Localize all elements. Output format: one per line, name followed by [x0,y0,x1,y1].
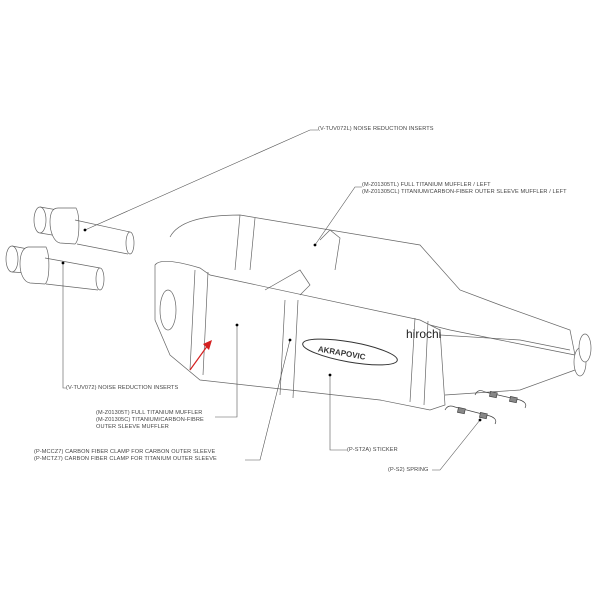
label-insert-right: (V-TUV072) NOISE REDUCTION INSERTS [66,385,179,391]
label-spring: (P-S2) SPRING [388,467,429,473]
label-insert-left: (V-TUV072L) NOISE REDUCTION INSERTS [318,126,434,132]
red-arrow-indicator [189,340,212,371]
muffler-left [169,214,576,356]
springs [444,390,527,425]
label-clamp-titanium: (P-MCTZ7) CARBON FIBER CLAMP FOR TITANIU… [34,456,217,462]
noise-insert-upper [33,206,135,255]
leader-dots [61,228,482,422]
label-muffler-left-titanium: (M-Z01305TL) FULL TITANIUM MUFFLER / LEF… [362,182,491,188]
label-muffler-left-carbon: (M-Z01305CL) TITANIUM/CARBON-FIBER OUTER… [362,189,567,195]
leader-lines [62,129,481,471]
label-sticker: (P-ST2A) STICKER [347,447,398,453]
muffler-right [154,260,592,411]
label-clamp-carbon: (P-MCCZ7) CARBON FIBER CLAMP FOR CARBON … [34,449,216,455]
watermark-text: hirochi [406,327,442,341]
label-muffler-sleeve: OUTER SLEEVE MUFFLER [96,424,169,430]
brand-sticker: AKRAPOVIC [302,338,398,366]
noise-insert-lower [5,245,105,291]
label-muffler-carbon: (M-Z01305C) TITANIUM/CARBON-FIBRE [96,417,204,423]
label-muffler-titanium: (M-Z01305T) FULL TITANIUM MUFFLER [96,410,203,416]
